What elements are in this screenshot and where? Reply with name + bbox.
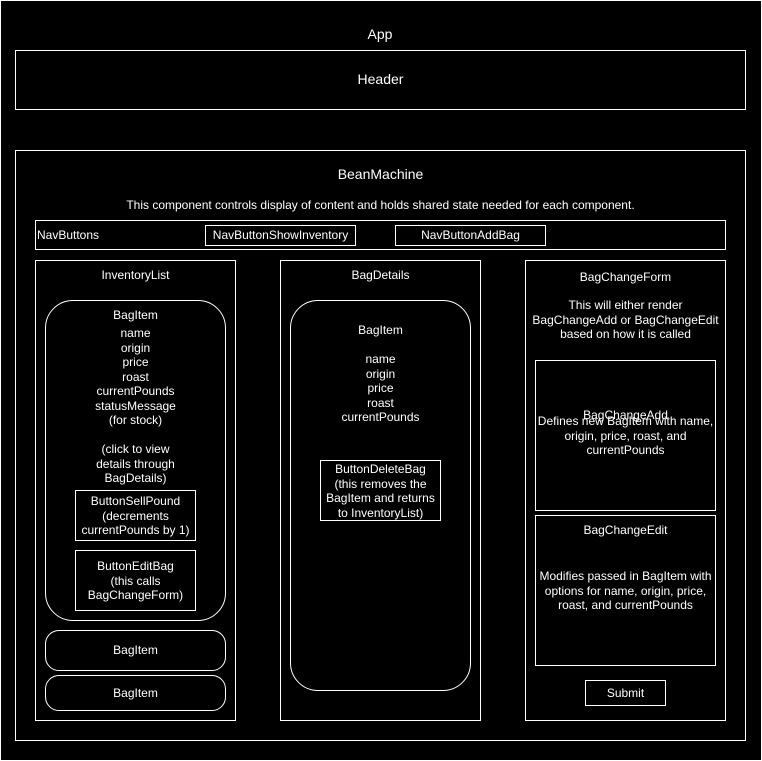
navbuttons-label: NavButtons [37,228,100,242]
inventorylist-label: InventoryList [101,268,170,282]
inventory-bagitem-3[interactable] [45,675,226,711]
sell-pound-button[interactable] [75,490,196,541]
submit-label: Submit [606,686,645,700]
bagchangeadd-box [535,360,716,511]
inventory-bagitem-fields: name origin price roast currentPounds st… [95,326,176,485]
beanmachine-box [15,150,746,741]
bagchangeadd-description: Defines new BagItem with name, origin, p… [537,414,714,457]
inventory-bagitem-2-label: BagItem [113,643,158,657]
bagdetails-box [280,260,481,721]
bagchangeedit-description: Modifies passed in BagItem with options … [539,569,712,612]
delete-bag-label: ButtonDeleteBag (this removes the BagIte… [326,462,435,520]
inventory-bagitem-2[interactable] [45,630,226,671]
delete-bag-button[interactable] [320,460,441,521]
nav-show-inventory-button[interactable] [205,225,356,246]
navbuttons-box [35,220,726,250]
details-bagitem-fields: name origin price roast currentPounds [341,352,420,424]
bagchangeadd-label: BagChangeAdd [583,408,668,422]
bagchangeedit-box [535,515,716,666]
inventory-bagitem-3-label: BagItem [113,686,158,700]
details-bagitem-label: BagItem [358,323,403,337]
bagchangeform-label: BagChangeForm [579,270,672,284]
bagchangeform-description: This will either render BagChangeAdd or … [532,298,719,341]
nav-add-bag-button[interactable] [395,225,546,246]
beanmachine-label: BeanMachine [337,166,424,182]
bagchangeedit-label: BagChangeEdit [583,523,668,537]
bagdetails-label: BagDetails [351,268,410,282]
sell-pound-label: ButtonSellPound (decrements currentPound… [81,494,190,537]
submit-button[interactable] [585,680,666,706]
inventory-bagitem-label: BagItem [113,308,158,322]
edit-bag-label: ButtonEditBag (this calls BagChangeForm) [87,559,184,602]
beanmachine-description: This component controls display of conte… [126,198,635,212]
header-label: Header [357,71,404,87]
app-label: App [367,26,393,42]
nav-add-bag-label: NavButtonAddBag [421,228,520,242]
edit-bag-button[interactable] [75,550,196,611]
details-bagitem-box [290,300,471,691]
inventorylist-box [35,260,236,721]
bagchangeform-box [525,260,726,721]
inventory-bagitem-box[interactable] [45,300,226,621]
nav-show-inventory-label: NavButtonShowInventory [212,228,349,242]
header-box [15,50,746,110]
